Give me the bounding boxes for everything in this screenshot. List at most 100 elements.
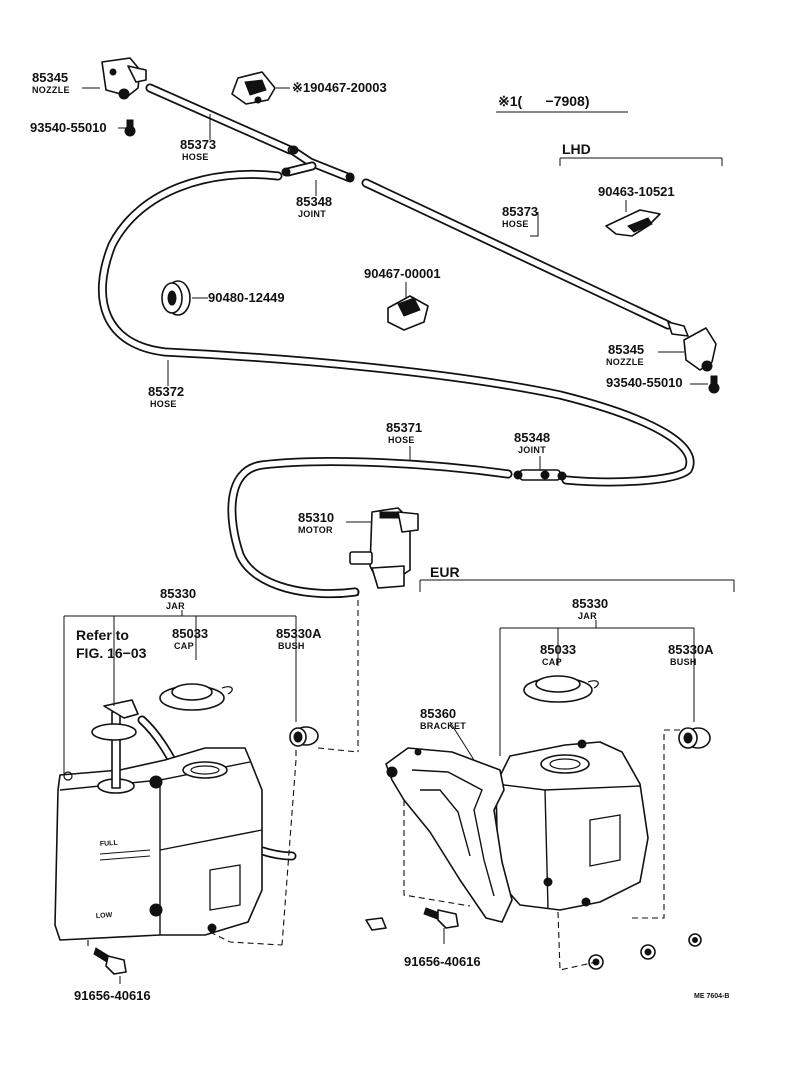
clip-lhd-number: 90463-10521 bbox=[598, 184, 675, 199]
hose-85372-name: HOSE bbox=[150, 399, 177, 409]
bush-right-drawing bbox=[678, 727, 711, 749]
drawing-code: ME 7604-B bbox=[694, 993, 729, 1000]
label-bush-left: 85330A BUSH bbox=[276, 626, 322, 651]
label-hose-85371: 85371 HOSE bbox=[386, 420, 422, 445]
hose-85373-right-drawing bbox=[361, 178, 673, 330]
hose-85373-left-number: 85373 bbox=[180, 137, 216, 152]
label-joint-right: 85348 JOINT bbox=[514, 430, 550, 455]
group-bracket-jar-right bbox=[499, 620, 695, 756]
nozzle-top-drawing bbox=[101, 57, 147, 100]
bush-left-name: BUSH bbox=[278, 641, 305, 651]
bush-left-dash bbox=[281, 747, 359, 946]
hose-85372-drawing bbox=[97, 169, 695, 487]
refer-line2: FIG. 16−03 bbox=[76, 645, 147, 661]
nuts-right-drawing bbox=[588, 933, 702, 970]
label-nozzle-top: 85345 NOZZLE bbox=[32, 70, 70, 95]
label-hose-85373-left: 85373 HOSE bbox=[180, 137, 216, 162]
screw-right-drawing bbox=[708, 375, 720, 394]
jar-right-name: JAR bbox=[578, 611, 597, 621]
refer-line1: Refer to bbox=[76, 627, 129, 643]
label-nozzle-right: 85345 NOZZLE bbox=[606, 342, 644, 367]
label-bracket: 85360 BRACKET bbox=[420, 706, 466, 731]
bolt-left-dash bbox=[87, 931, 283, 948]
label-refer: Refer to FIG. 16−03 bbox=[76, 627, 147, 661]
nozzle-top-name: NOZZLE bbox=[32, 85, 70, 95]
clip-mid-drawing bbox=[387, 295, 429, 331]
screw-right-number: 93540-55010 bbox=[606, 375, 683, 390]
clip-top-drawing bbox=[231, 71, 276, 105]
hose-85373-left-name: HOSE bbox=[182, 152, 209, 162]
bracket-drawing bbox=[385, 747, 513, 923]
cap-right-name: CAP bbox=[542, 657, 562, 667]
cap-left-number: 85033 bbox=[172, 626, 208, 641]
jar-right-drawing bbox=[495, 739, 649, 911]
grommet-drawing bbox=[161, 280, 191, 316]
joint-top-name: JOINT bbox=[298, 209, 326, 219]
bush-right-name: BUSH bbox=[670, 657, 697, 667]
label-jar-left: 85330 JAR bbox=[160, 586, 196, 611]
label-cap-left: 85033 CAP bbox=[172, 626, 208, 651]
group-bracket-jar-left bbox=[63, 610, 297, 776]
nozzle-right-drawing bbox=[667, 321, 717, 372]
bolt-right-number: 91656-40616 bbox=[404, 954, 481, 969]
joint-top-number: 85348 bbox=[296, 194, 332, 209]
hose-85371-number: 85371 bbox=[386, 420, 422, 435]
cap-left-name: CAP bbox=[174, 641, 194, 651]
label-motor: 85310 MOTOR bbox=[298, 510, 334, 535]
bracket-number: 85360 bbox=[420, 706, 456, 721]
joint-right-name: JOINT bbox=[518, 445, 546, 455]
label-hose-85373-right: 85373 HOSE bbox=[502, 204, 538, 229]
lhd-label: LHD bbox=[562, 141, 591, 157]
hose-85373-right-name: HOSE bbox=[502, 219, 529, 229]
bracket-name: BRACKET bbox=[420, 721, 466, 731]
joint-right-number: 85348 bbox=[514, 430, 550, 445]
clip-mid-number: 90467-00001 bbox=[364, 266, 441, 281]
hose-85373-left-drawing bbox=[145, 83, 295, 155]
bolt-left-drawing bbox=[93, 947, 127, 975]
eur-label: EUR bbox=[430, 564, 460, 580]
screw-top-drawing bbox=[124, 119, 136, 137]
group-bracket-lhd bbox=[559, 157, 723, 166]
jar-left-name: JAR bbox=[166, 601, 185, 611]
nozzle-right-name: NOZZLE bbox=[606, 357, 644, 367]
bush-left-number: 85330A bbox=[276, 626, 322, 641]
motor-name: MOTOR bbox=[298, 525, 333, 535]
label-hose-85372: 85372 HOSE bbox=[148, 384, 184, 409]
bush-right-number: 85330A bbox=[668, 642, 714, 657]
jar-left-full-mark: FULL bbox=[100, 840, 119, 848]
label-cap-right: 85033 CAP bbox=[540, 642, 576, 667]
jar-left-low-mark: LOW bbox=[96, 912, 113, 920]
jar-left-number: 85330 bbox=[160, 586, 196, 601]
nozzle-right-number: 85345 bbox=[608, 342, 644, 357]
bolt-right-dash bbox=[403, 800, 597, 971]
label-bush-right: 85330A BUSH bbox=[668, 642, 714, 667]
bush-right-dash bbox=[630, 729, 680, 919]
leader-lines bbox=[82, 87, 708, 984]
nozzle-top-number: 85345 bbox=[32, 70, 68, 85]
label-joint-top: 85348 JOINT bbox=[296, 194, 332, 219]
cap-left-drawing bbox=[159, 683, 233, 711]
jar-right-number: 85330 bbox=[572, 596, 608, 611]
hose-85372-number: 85372 bbox=[148, 384, 184, 399]
joint-right-drawing bbox=[513, 469, 567, 481]
motor-drawing bbox=[349, 507, 419, 589]
joint-top-drawing bbox=[281, 145, 355, 183]
group-bracket-eur bbox=[419, 579, 735, 592]
motor-number: 85310 bbox=[298, 510, 334, 525]
cap-right-number: 85033 bbox=[540, 642, 576, 657]
hose-85373-right-number: 85373 bbox=[502, 204, 538, 219]
bolt-right-drawing bbox=[365, 907, 459, 931]
hose-85371-drawing bbox=[227, 457, 513, 599]
bush-left-drawing bbox=[289, 726, 319, 747]
label-jar-right: 85330 JAR bbox=[572, 596, 608, 621]
jar-left-drawing: FULL LOW bbox=[54, 699, 263, 941]
hose-85371-name: HOSE bbox=[388, 435, 415, 445]
cap-right-drawing bbox=[523, 675, 599, 703]
clip-lhd-drawing bbox=[605, 209, 661, 237]
note-top: ※1( −7908) bbox=[498, 93, 590, 109]
screw-top-number: 93540-55010 bbox=[30, 120, 107, 135]
grommet-number: 90480-12449 bbox=[208, 290, 285, 305]
bolt-left-number: 91656-40616 bbox=[74, 988, 151, 1003]
clip-top-number: ※190467-20003 bbox=[292, 80, 387, 95]
